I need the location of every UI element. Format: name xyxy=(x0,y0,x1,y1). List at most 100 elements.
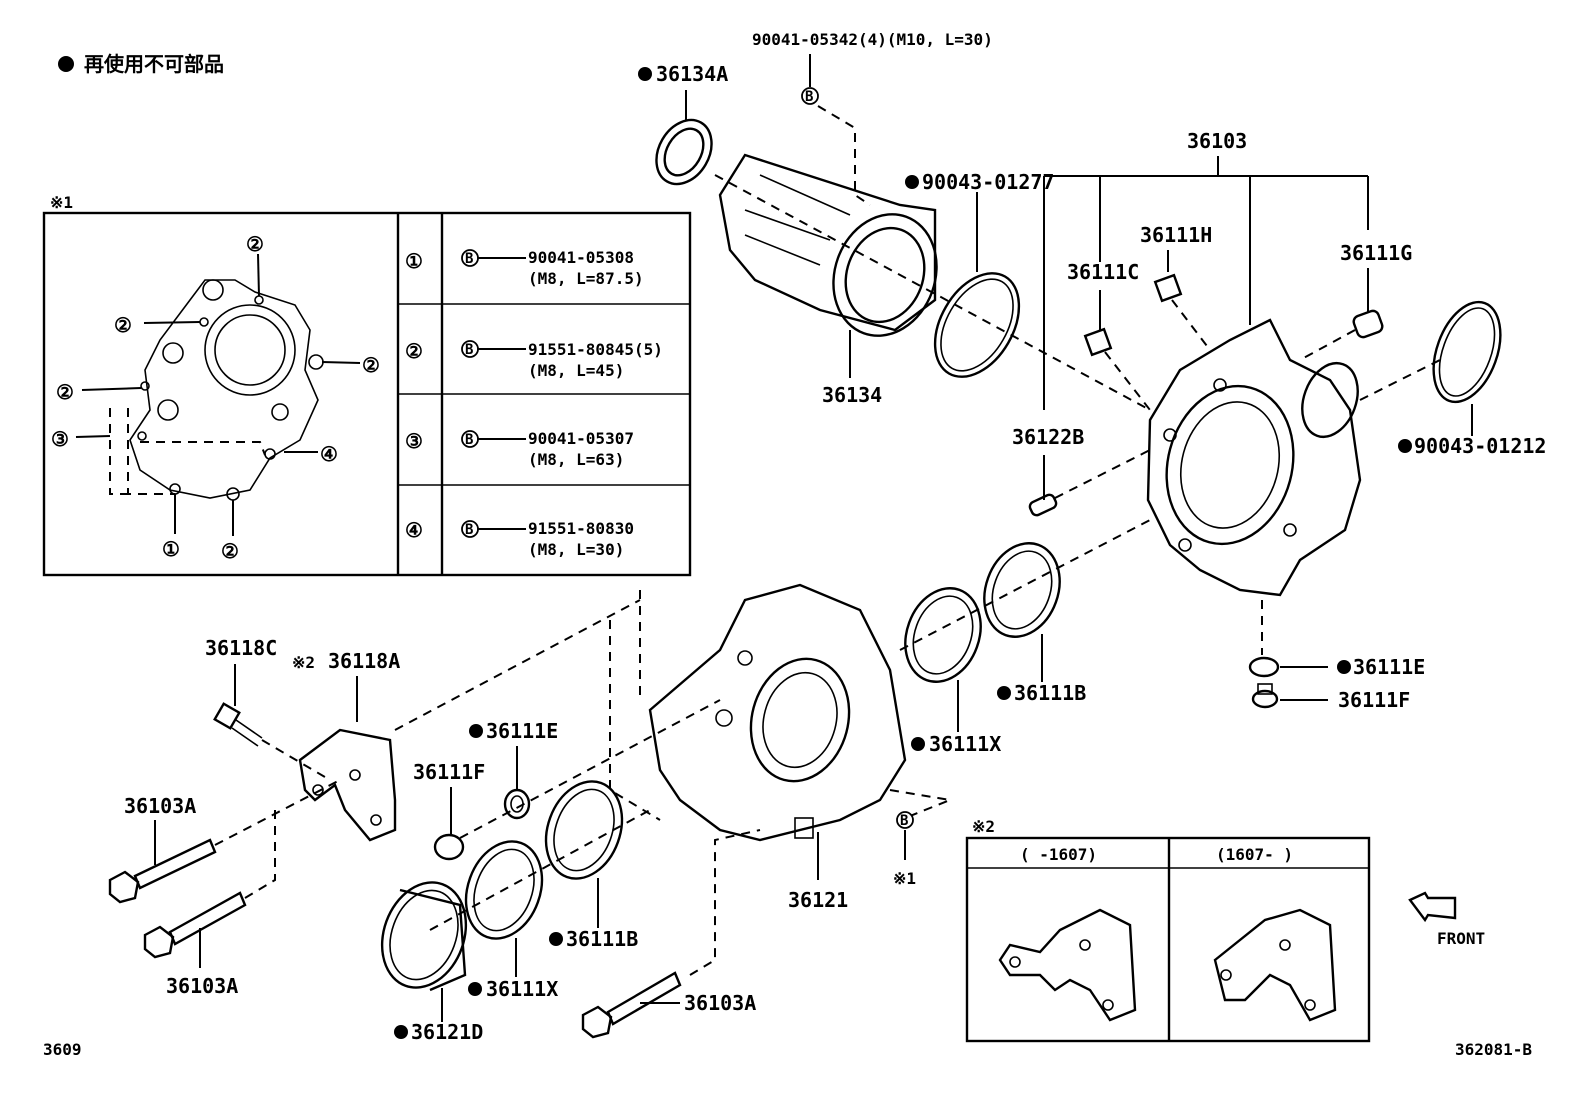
bolt-36118C: 36118C xyxy=(205,636,331,781)
plug-36111G xyxy=(1299,309,1384,361)
label-36103A-3: 36103A xyxy=(684,991,756,1015)
gasket-36111E-left: 36111E xyxy=(469,719,558,820)
label-90043-01277: 90043-01277 xyxy=(922,170,1054,194)
inset-callout: ② xyxy=(221,539,239,563)
seal-36111B-upper: 36111B xyxy=(983,542,1086,705)
bolt-part-number: 90041-05307 xyxy=(528,429,634,448)
inset-callout: ② xyxy=(114,313,132,337)
bolt-part-number: 91551-80830 xyxy=(528,519,634,538)
label-36111B-upper: 36111B xyxy=(1014,681,1086,705)
bolt-part-number: 90041-05308 xyxy=(528,248,634,267)
inset2-col2-header: (1607- ) xyxy=(1216,845,1293,864)
transfer-case-housing-36103 xyxy=(1146,318,1362,597)
inset-bolt-panel: ※1 ① B 90041-05308 (M8, L=87.5) ② B 9155… xyxy=(42,193,692,577)
bolt-b-icon xyxy=(896,811,914,829)
label-36111X-lower: 36111X xyxy=(486,977,558,1001)
front-label: FRONT xyxy=(1437,929,1485,948)
front-housing-36121: 36121 xyxy=(648,583,907,912)
seal-36111B-lower: 36111B xyxy=(544,780,638,951)
front-arrow-icon xyxy=(1408,891,1457,923)
bolt-36103A-3: 36103A xyxy=(581,829,761,1039)
label-36134: 36134 xyxy=(822,383,882,407)
label-36134A: 36134A xyxy=(656,62,728,86)
inset-callout: ② xyxy=(362,353,380,377)
plug-36111C xyxy=(1083,327,1151,411)
bolt-spec: (M8, L=63) xyxy=(528,450,624,469)
svg-text:B: B xyxy=(805,89,813,105)
label-36111X-upper: 36111X xyxy=(929,732,1001,756)
legend-text: 再使用不可部品 xyxy=(84,52,224,76)
seal-36134A: 36134A xyxy=(638,62,728,186)
bolt-row: ③ B 90041-05307 (M8, L=63) xyxy=(405,429,634,469)
cover-36121D: 36121D xyxy=(380,881,483,1044)
seal-36111X-upper: 36111X xyxy=(904,587,1001,756)
label-36103A-1: 36103A xyxy=(124,794,196,818)
bolt-part-number: 91551-80845(5) xyxy=(528,340,663,359)
bolt-b-icon xyxy=(801,87,819,105)
svg-text:B: B xyxy=(465,432,473,448)
footer-right-code: 362081-B xyxy=(1455,1040,1532,1059)
front-direction-arrow: FRONT xyxy=(1408,891,1485,948)
label-36103: 36103 xyxy=(1187,129,1247,153)
legend: 再使用不可部品 xyxy=(58,52,224,76)
bolt-spec: (M8, L=87.5) xyxy=(528,269,644,288)
svg-text:B: B xyxy=(900,813,908,829)
label-36103A-2: 36103A xyxy=(166,974,238,998)
bracket-old-version xyxy=(998,908,1137,1022)
label-36111G: 36111G xyxy=(1340,241,1412,265)
group-36103: 36103 36111H 36111C 36111G 36122B xyxy=(1012,129,1412,500)
bolt-row: ① B 90041-05308 (M8, L=87.5) xyxy=(405,248,644,288)
drain-plug-right: 36111E 36111F xyxy=(1248,600,1425,712)
bolt-spec: (M8, L=45) xyxy=(528,361,624,380)
label-36111E-right: 36111E xyxy=(1353,655,1425,679)
inset1-marker: ※1 xyxy=(50,193,73,212)
bolt-ref-lower: B ※1 xyxy=(893,811,916,888)
inset2-marker: ※2 xyxy=(972,817,995,836)
bracket-36118A: ※2 36118A xyxy=(292,599,641,842)
label-36118C: 36118C xyxy=(205,636,277,660)
label-90041-05342: 90041-05342(4)(M10, L=30) xyxy=(752,30,993,49)
label-36118A: 36118A xyxy=(328,649,400,673)
label-90043-01212: 90043-01212 xyxy=(1414,434,1546,458)
svg-text:B: B xyxy=(465,342,473,358)
bolt-ref-90041-05342: 90041-05342(4)(M10, L=30) B xyxy=(752,30,993,206)
inset-callout: ② xyxy=(56,380,74,404)
inset-callout: ① xyxy=(162,537,180,561)
gasket-90043-01277: 90043-01277 xyxy=(905,170,1054,378)
inset-bracket-versions: ※2 ( -1607) (1607- ) xyxy=(965,817,1371,1043)
ref-note2: ※2 xyxy=(292,653,315,672)
bolt-36103A-1: 36103A xyxy=(108,779,341,904)
bolt-row-num: ③ xyxy=(405,429,423,453)
inset-callout: ③ xyxy=(51,427,69,451)
bolt-spec: (M8, L=30) xyxy=(528,540,624,559)
label-36111F-left: 36111F xyxy=(413,760,485,784)
ref-note1-lower: ※1 xyxy=(893,869,916,888)
bolt-row-num: ① xyxy=(405,249,423,273)
plug-36111H xyxy=(1153,273,1211,351)
non-reusable-bullet-icon xyxy=(58,56,74,72)
inset2-col1-header: ( -1607) xyxy=(1020,845,1097,864)
label-36111C: 36111C xyxy=(1067,260,1139,284)
bolt-row: ② B 91551-80845(5) (M8, L=45) xyxy=(405,339,663,380)
label-36111B-lower: 36111B xyxy=(566,927,638,951)
gasket-90043-01212: 90043-01212 xyxy=(1359,300,1546,458)
bolt-36103A-2: 36103A xyxy=(143,810,276,998)
pin-36122B xyxy=(1028,449,1151,517)
label-36111F-right: 36111F xyxy=(1338,688,1410,712)
label-36122B: 36122B xyxy=(1012,425,1084,449)
bolt-row-num: ② xyxy=(405,339,423,363)
label-36121: 36121 xyxy=(788,888,848,912)
seal-36111X-lower: 36111X xyxy=(464,840,558,1001)
svg-text:B: B xyxy=(465,522,473,538)
inset-callout: ④ xyxy=(320,442,338,466)
plug-36111F-left: 36111F xyxy=(413,699,721,861)
label-36111E-left: 36111E xyxy=(486,719,558,743)
label-36121D: 36121D xyxy=(411,1020,483,1044)
inset-callout: ② xyxy=(246,232,264,256)
bolt-row: ④ B 91551-80830 (M8, L=30) xyxy=(405,518,634,559)
inset-housing-drawing: ② ② ② ② ③ ④ ① ② xyxy=(51,232,380,563)
footer-left-code: 3609 xyxy=(43,1040,82,1059)
bracket-new-version xyxy=(1213,908,1337,1022)
svg-text:B: B xyxy=(465,251,473,267)
bolt-row-num: ④ xyxy=(405,518,423,542)
